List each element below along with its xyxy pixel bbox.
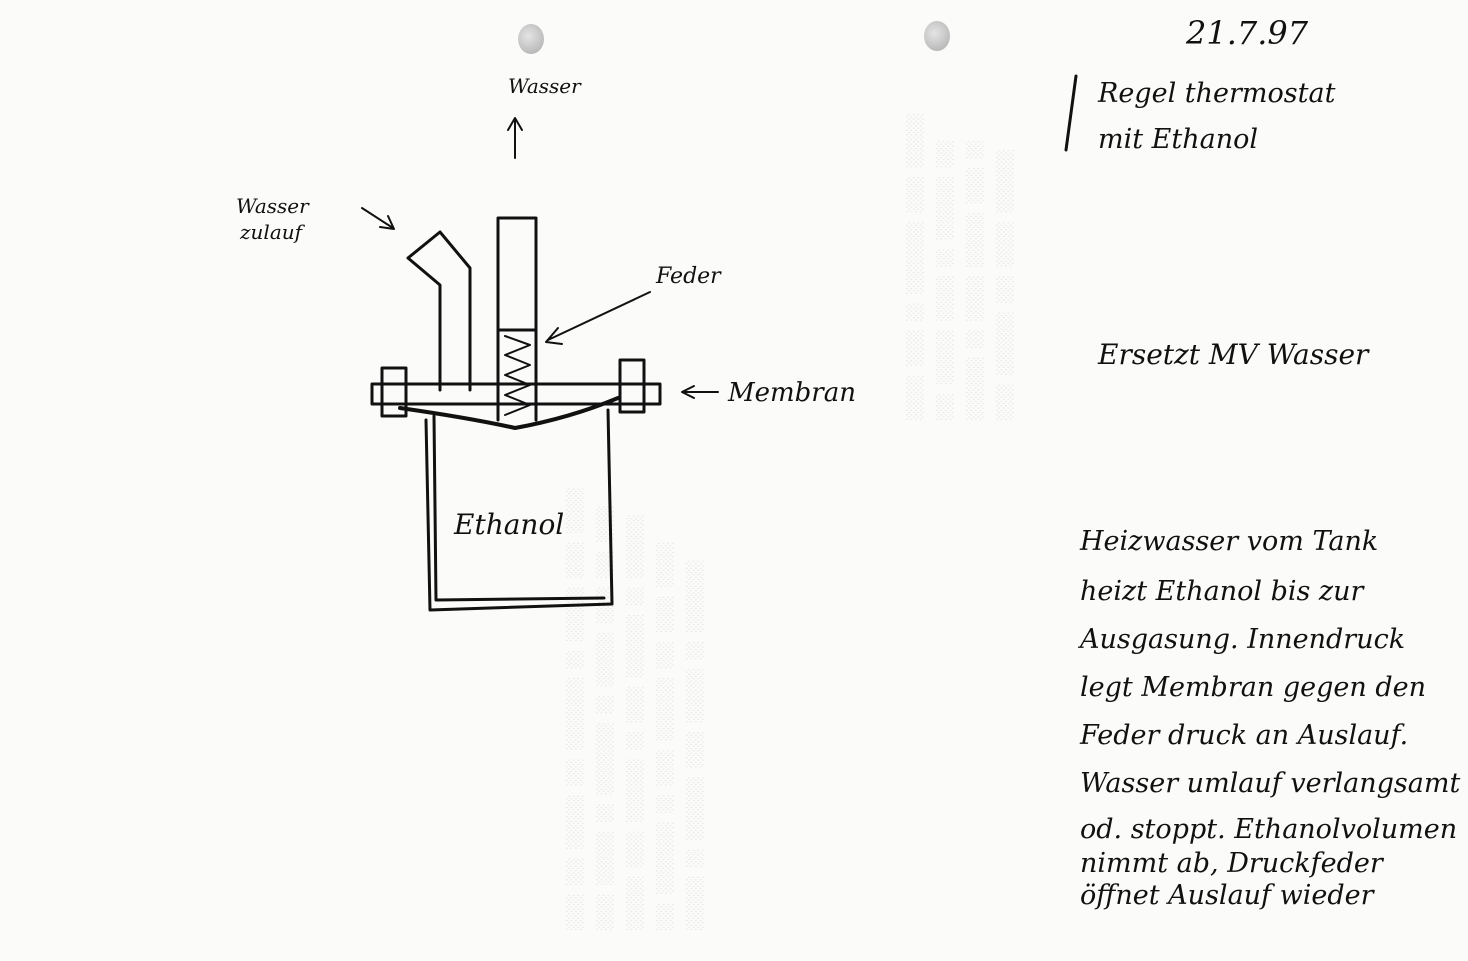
description-line-4: legt Membran gegen den [1080,672,1426,703]
description-line-7: od. stoppt. Ethanolvolumen [1080,814,1458,845]
description-line-9: öffnet Auslauf wieder [1080,880,1374,911]
description-line-8: nimmt ab, Druckfeder [1080,848,1383,879]
spring-label: Feder [656,264,721,289]
punch-hole-right [924,21,950,51]
water-out-arrow [507,117,523,159]
spring-arrow [545,291,651,345]
inlet-pipe [406,230,472,392]
bolt-left [380,366,408,418]
replaces-note: Ersetzt MV Wasser [1098,338,1369,371]
description-line-5: Feder druck an Auslauf. [1080,720,1409,751]
page-title-line-1: Regel thermostat [1098,78,1336,109]
page-title-line-2: mit Ethanol [1098,124,1258,155]
description-line-3: Ausgasung. Innendruck [1080,624,1406,655]
bolt-right [618,358,646,414]
ethanol-container [424,408,614,612]
water-out-label: Wasser [508,74,581,98]
outlet-pipe [496,216,538,422]
membrane-arrow [681,385,719,399]
description-line-2: heizt Ethanol bis zur [1080,576,1364,607]
water-inlet-label-2: zulauf [240,220,303,244]
description-line-6: Wasser umlauf verlangsamt [1080,768,1461,799]
margin-bar [1064,74,1078,152]
description-line-1: Heizwasser vom Tank [1080,526,1379,557]
spring-coil [504,335,531,416]
ethanol-label: Ethanol [454,508,565,541]
punch-hole-left [518,24,544,54]
date: 21.7.97 [1186,14,1309,52]
flange-plates [370,382,662,406]
membrane-curve [398,396,620,430]
water-inlet-arrow [361,207,395,230]
water-inlet-label-1: Wasser [236,194,309,218]
membrane-label: Membran [728,378,856,408]
